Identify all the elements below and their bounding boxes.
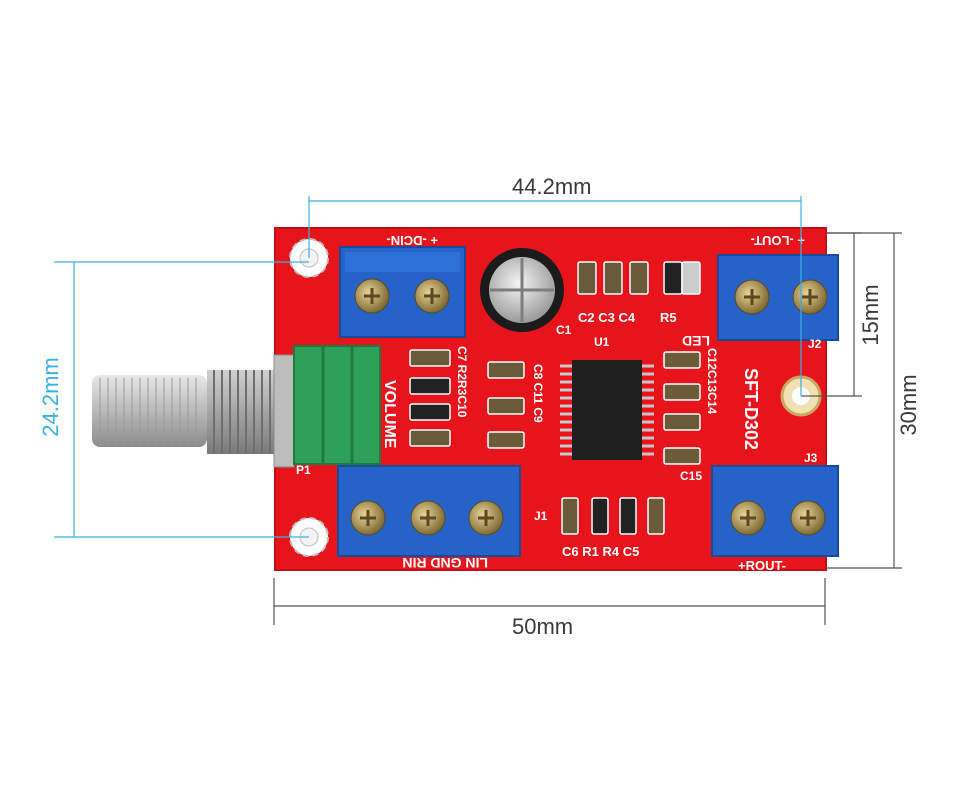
terminal-block-rout [711, 465, 839, 557]
label-caps-mid: C8 C11 C9 [531, 364, 545, 423]
dimension-hole-spacing-x: 44.2mm [512, 174, 592, 199]
label-r5: R5 [660, 310, 677, 325]
label-caps-right: C12C13C14 [705, 348, 719, 414]
dimension-hole-spacing-y: 24.2mm [38, 357, 63, 437]
terminal-block-dcin [339, 246, 466, 338]
terminal-block-lout [717, 254, 839, 341]
label-rout: +ROUT- [738, 558, 786, 573]
smd-components [409, 261, 701, 535]
dimension-hole-offset: 15mm [858, 284, 883, 346]
dimension-board-width: 50mm [512, 614, 574, 639]
terminal-block-input [337, 465, 521, 557]
label-bottom-parts: C6 R1 R4 C5 [562, 544, 639, 559]
label-j2: J2 [808, 337, 822, 351]
label-j1: J1 [534, 509, 548, 523]
potentiometer [92, 345, 381, 468]
label-caps-top: C2 C3 C4 [578, 310, 636, 325]
dimension-board-height: 30mm [896, 374, 921, 436]
label-u1: U1 [594, 335, 610, 349]
amplifier-ic [560, 360, 654, 460]
label-input-pins: LIN GND RIN [402, 555, 488, 571]
label-c1: C1 [556, 323, 572, 337]
electrolytic-capacitor [480, 248, 564, 332]
label-lout: + -LOUT- [750, 233, 805, 248]
label-led: LED [682, 333, 710, 349]
label-j3: J3 [804, 451, 818, 465]
label-volume: VOLUME [381, 380, 398, 449]
label-board-name: SFT-D302 [741, 368, 761, 450]
label-c15: C15 [680, 469, 702, 483]
label-caps-left: C7 R2R3C10 [455, 346, 469, 418]
label-dcin: + -DCIN- [386, 233, 438, 248]
label-p1: P1 [296, 463, 311, 477]
dimension-lines [54, 196, 902, 625]
